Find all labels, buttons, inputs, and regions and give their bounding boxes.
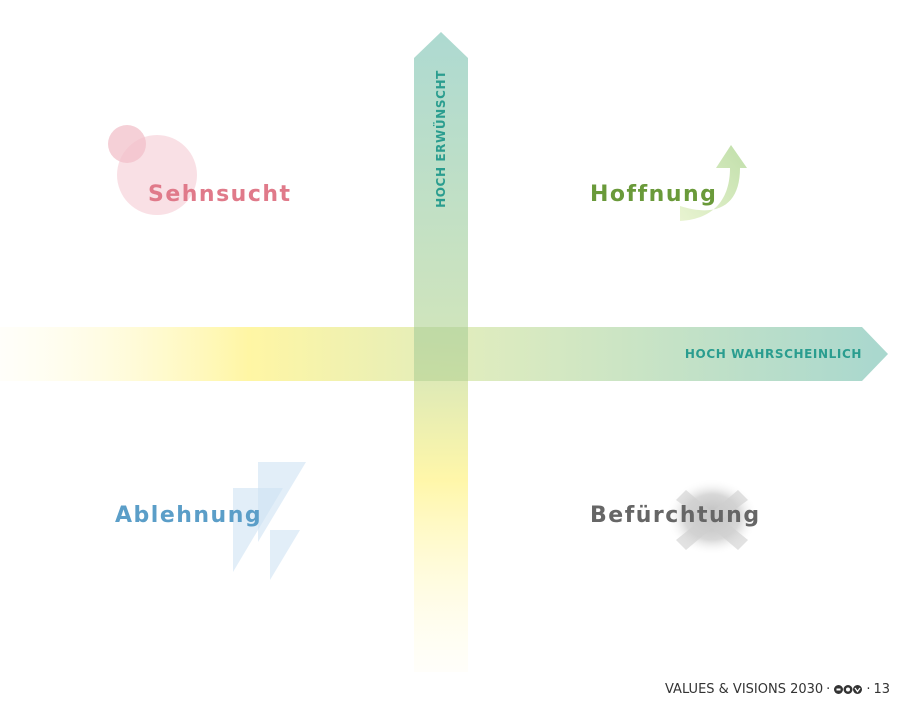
quadrant-label-befuerchtung: Befürchtung	[590, 503, 761, 528]
vertical-axis-label: HOCH ERWÜNSCHT	[434, 70, 448, 208]
quadrant-label-sehnsucht: Sehnsucht	[148, 182, 292, 207]
hoffnung-curved-arrow-icon	[680, 145, 747, 221]
page-footer: VALUES & VISIONS 2030 · · 13	[665, 682, 890, 697]
gdw-logo-icon	[833, 684, 863, 695]
footer-separator: ·	[826, 682, 831, 697]
horizontal-axis-label: HOCH WAHRSCHEINLICH	[684, 347, 862, 361]
quadrant-label-hoffnung: Hoffnung	[590, 182, 718, 207]
sehnsucht-circles-icon	[108, 125, 197, 215]
befuerchtung-x-icon	[666, 479, 758, 555]
footer-separator-2: ·	[866, 682, 871, 697]
page-number: 13	[873, 682, 890, 697]
quadrant-label-ablehnung: Ablehnung	[115, 503, 263, 528]
footer-title: VALUES & VISIONS 2030	[665, 682, 824, 697]
axis-intersection	[414, 327, 468, 381]
ablehnung-triangles-icon	[233, 462, 306, 580]
